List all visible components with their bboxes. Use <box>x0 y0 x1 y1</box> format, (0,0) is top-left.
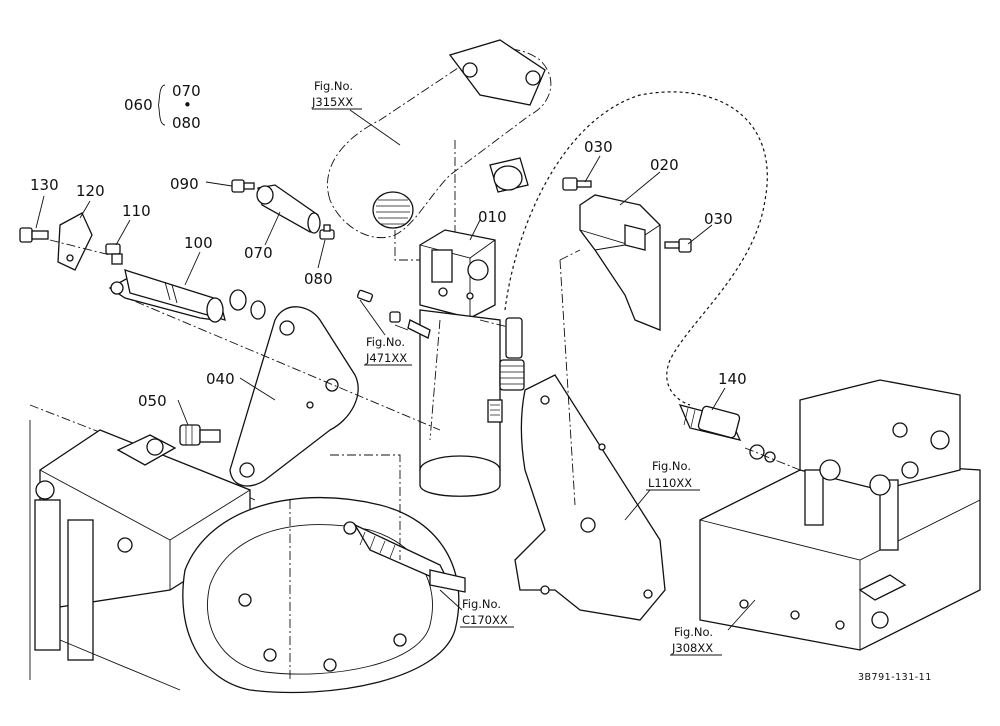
fig-l110-label: Fig.No. <box>652 459 691 473</box>
figure-references: Fig.No. J315XX Fig.No. J471XX Fig.No. L1… <box>311 79 722 656</box>
hydraulic-hose <box>499 91 801 471</box>
label-110: 110 <box>122 202 151 220</box>
fig-c170-code: C170XX <box>462 613 508 627</box>
label-070: 070 <box>244 244 273 262</box>
fig-j471-code: J471XX <box>365 351 407 365</box>
stud-110 <box>105 243 123 265</box>
leader-lines <box>35 84 756 631</box>
label-140: 140 <box>718 370 747 388</box>
label-030-top: 030 <box>584 138 613 156</box>
mounting-plate <box>514 259 666 621</box>
label-080-group: 080 <box>172 114 201 132</box>
label-080: 080 <box>304 270 333 288</box>
lift-cylinder <box>419 229 521 497</box>
bolt-030-top <box>562 177 592 191</box>
bracket-020 <box>559 194 661 331</box>
label-100: 100 <box>184 234 213 252</box>
label-group-dot: • <box>183 96 192 114</box>
label-030-right: 030 <box>704 210 733 228</box>
shaft-070 <box>256 184 321 234</box>
diagram-code: 3B791-131-11 <box>858 672 932 683</box>
fig-j315-code: J315XX <box>311 95 353 109</box>
lift-arm <box>327 39 552 261</box>
label-040: 040 <box>206 370 235 388</box>
fig-l110-code: L110XX <box>648 476 692 490</box>
axis-line-130 <box>49 239 111 256</box>
connector-050 <box>179 424 221 446</box>
nipple-080 <box>319 224 335 240</box>
fitting-j471 <box>356 289 431 339</box>
label-050: 050 <box>138 392 167 410</box>
bolt-030-right <box>664 238 692 253</box>
bracket-040 <box>119 294 441 487</box>
label-020: 020 <box>650 156 679 174</box>
label-010: 010 <box>478 208 507 226</box>
clutch-housing <box>182 454 466 694</box>
nut-washer <box>229 289 266 320</box>
fig-j308-label: Fig.No. <box>674 625 713 639</box>
label-120: 120 <box>76 182 105 200</box>
label-130: 130 <box>30 176 59 194</box>
plate-120 <box>57 212 93 271</box>
pin-100 <box>108 269 226 323</box>
fig-j315-label: Fig.No. <box>314 79 353 93</box>
part-labels: 060 070 • 080 130 120 110 090 100 070 08… <box>30 82 747 410</box>
bolt-130 <box>19 227 49 243</box>
fig-c170-label: Fig.No. <box>462 597 501 611</box>
label-070-group: 070 <box>172 82 201 100</box>
fig-j308-code: J308XX <box>671 641 713 655</box>
hydraulic-casing <box>699 379 981 651</box>
bolt-090 <box>231 179 255 193</box>
label-090: 090 <box>170 175 199 193</box>
label-060: 060 <box>124 96 153 114</box>
fig-j471-label: Fig.No. <box>366 335 405 349</box>
